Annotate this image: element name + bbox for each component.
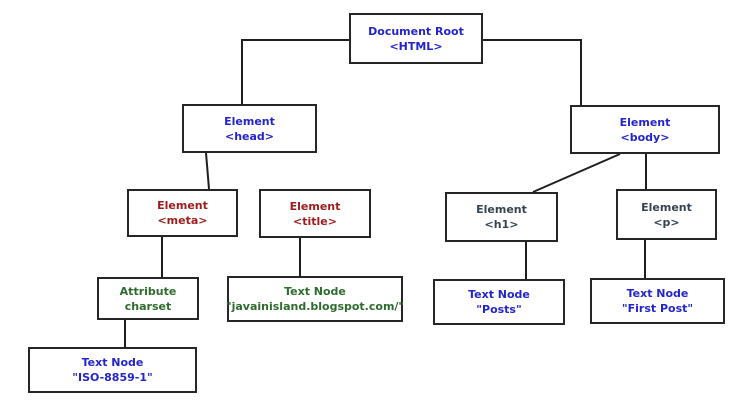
node-element-h1: Element <h1> [445, 192, 558, 242]
node-label-line: <h1> [484, 218, 519, 231]
node-label-line: Text Node [81, 356, 144, 369]
node-label-line: Attribute [119, 284, 177, 298]
node-label-line: <meta> [157, 214, 208, 227]
node-document-root: Document Root <HTML> [349, 13, 483, 64]
node-textnode-firstpost: Text Node "First Post" [590, 278, 725, 324]
node-label-line: <HTML> [389, 39, 443, 53]
node-label-line: <body> [620, 130, 670, 144]
node-element-head: Element <head> [182, 104, 317, 153]
node-element-meta: Element <meta> [127, 189, 238, 237]
node-label-line: Element [619, 115, 671, 129]
node-label-line: Text Node [468, 288, 530, 301]
node-textnode-url: Text Node "javainisland.blogspot.com/" [225, 276, 405, 322]
node-label-line: Element [157, 199, 208, 212]
node-label-line: Text Node [284, 285, 346, 298]
node-element-body: Element <body> [570, 105, 720, 154]
node-label-line: Element [224, 114, 275, 128]
node-textnode-posts: Text Node "Posts" [433, 279, 565, 325]
node-label-line: "javainisland.blogspot.com/" [225, 300, 405, 313]
node-attribute-charset: Attribute charset [97, 277, 199, 320]
connector-root-to-head [241, 39, 349, 104]
node-element-title: Element <title> [259, 189, 371, 238]
node-label-line: <title> [293, 214, 337, 228]
connector-body-to-h1 [532, 153, 621, 193]
node-label-line: <head> [224, 129, 275, 143]
node-label-line: Element [289, 199, 341, 213]
node-label-line: Element [641, 200, 692, 214]
node-label-line: Element [476, 203, 527, 216]
node-label-line: charset [124, 299, 172, 313]
node-label-line: "Posts" [476, 303, 522, 316]
node-label-line: "ISO-8859-1" [72, 371, 153, 384]
node-label-line: Text Node [626, 287, 689, 300]
node-textnode-iso: Text Node "ISO-8859-1" [28, 347, 197, 393]
connector-root-to-body [483, 39, 582, 105]
node-label-line: Document Root [368, 24, 464, 38]
node-element-p: Element <p> [616, 189, 717, 240]
connector-head-to-meta [205, 152, 210, 190]
node-label-line: "First Post" [621, 302, 694, 315]
node-label-line: <p> [653, 215, 680, 229]
